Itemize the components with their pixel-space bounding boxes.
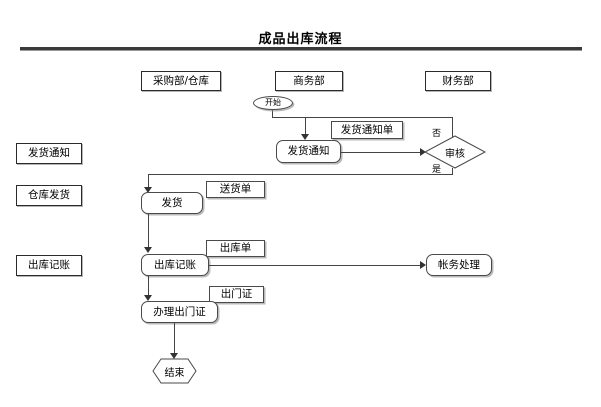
- edge-stock-out-to-accounting: [209, 265, 424, 266]
- node-label: 发货: [161, 196, 183, 209]
- edge-start-down: [272, 109, 273, 118]
- arrow-into-deliver: [144, 187, 152, 193]
- lane-header-label: 商务部: [293, 74, 325, 87]
- node-accounting: 帐务处理: [426, 254, 492, 276]
- lane-header-label: 财务部: [442, 74, 474, 87]
- arrow-into-end: [170, 353, 178, 359]
- lane-header-finance: 财务部: [425, 71, 491, 91]
- node-review: 审核: [423, 135, 487, 169]
- document-gate-pass: 出门证: [209, 286, 264, 303]
- document-label: 送货单: [219, 183, 252, 196]
- stage-label-text: 仓库发货: [28, 189, 70, 202]
- document-label: 出门证: [220, 288, 253, 301]
- document-ship-notice: 发货通知单: [331, 121, 403, 139]
- terminator-hexagon-shape: [152, 358, 197, 384]
- edge-stock-out-to-gate-pass: [148, 276, 149, 296]
- stage-label-text: 发货通知: [28, 147, 70, 160]
- node-stock-out-record: 出库记账: [141, 254, 209, 276]
- lane-header-business: 商务部: [275, 71, 343, 91]
- arrow-into-ship-notice: [301, 134, 309, 140]
- decision-diamond-shape: [423, 135, 487, 169]
- edge-review-no-up: [452, 117, 453, 145]
- node-label: 出库记账: [154, 258, 196, 271]
- arrow-into-accounting: [420, 261, 426, 269]
- node-end: 结束: [152, 358, 197, 384]
- node-label: 审核: [445, 148, 465, 160]
- edge-label-review-yes: 是: [432, 165, 442, 175]
- document-label: 发货通知单: [340, 123, 394, 136]
- stage-label-ship-notice: 发货通知: [16, 143, 82, 164]
- edge-deliver-to-stock-out: [148, 214, 149, 248]
- title-divider: [20, 47, 582, 51]
- edge-review-yes-left: [148, 174, 453, 175]
- node-label: 结束: [164, 367, 185, 379]
- stage-label-text: 出库记账: [28, 259, 70, 272]
- lane-header-label: 采购部/仓库: [152, 74, 210, 87]
- arrow-into-stock-out: [144, 247, 152, 253]
- edge-into-deliver: [148, 174, 149, 188]
- document-label: 出库单: [219, 242, 252, 255]
- document-delivery: 送货单: [206, 181, 265, 198]
- page-title: 成品出库流程: [258, 32, 343, 47]
- node-label: 发货通知: [287, 145, 330, 158]
- edge-label-review-no: 否: [432, 129, 442, 139]
- edge-review-yes-down: [452, 168, 453, 174]
- node-label: 帐务处理: [438, 258, 480, 271]
- edge-ship-notice-to-review: [341, 152, 424, 153]
- arrow-into-review: [420, 148, 426, 156]
- arrow-into-gate-pass: [144, 295, 152, 301]
- edge-into-ship-notice: [305, 117, 306, 135]
- stage-label-warehouse-ship: 仓库发货: [16, 185, 82, 206]
- edge-review-no-return: [305, 117, 453, 118]
- document-stock-out: 出库单: [206, 240, 265, 257]
- node-deliver: 发货: [141, 192, 203, 214]
- lane-header-purchasing-warehouse: 采购部/仓库: [141, 71, 221, 91]
- edge-gate-pass-to-end: [174, 323, 175, 354]
- node-label: 开始: [265, 98, 281, 107]
- node-label: 办理出门证: [153, 305, 206, 318]
- stage-label-stock-out-record: 出库记账: [16, 255, 82, 276]
- node-start: 开始: [253, 96, 293, 110]
- node-ship-notice: 发货通知: [276, 140, 341, 163]
- node-gate-pass-process: 办理出门证: [141, 301, 218, 323]
- edge-start-right: [272, 117, 306, 118]
